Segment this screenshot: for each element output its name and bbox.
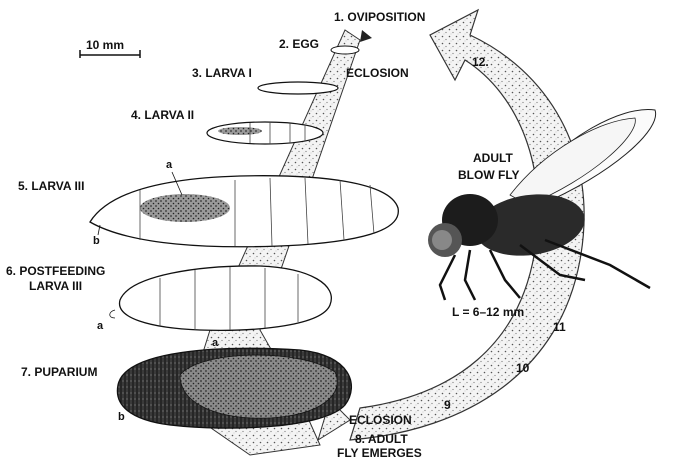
oviposition-arrowhead	[360, 30, 372, 42]
label-eclosion-bottom: ECLOSION	[349, 413, 412, 427]
label-adult-emerges-line2: FLY EMERGES	[337, 446, 422, 460]
marker-larva3-a: a	[166, 159, 173, 171]
marker-pupa-a: a	[212, 337, 219, 349]
larva-2	[207, 122, 323, 144]
arrow-number-9: 9	[444, 398, 451, 412]
label-oviposition: 1. OVIPOSITION	[334, 10, 425, 24]
larva-3-postfeeding	[110, 266, 332, 330]
label-postfeeding-line2: LARVA III	[29, 279, 82, 293]
arrow-number-10: 10	[516, 361, 530, 375]
marker-larva3-b: b	[93, 235, 100, 247]
larva-1	[258, 82, 338, 94]
label-egg: 2. EGG	[279, 37, 319, 51]
marker-pupa-b: b	[118, 411, 125, 423]
marker-larva6-a: a	[97, 320, 104, 332]
larva-3	[90, 172, 398, 247]
label-puparium: 7. PUPARIUM	[21, 365, 97, 379]
label-postfeeding-line1: 6. POSTFEEDING	[6, 264, 105, 278]
label-larva-1: 3. LARVA I	[192, 66, 252, 80]
label-adult-length: L = 6–12 mm	[452, 305, 524, 319]
label-larva-2: 4. LARVA II	[131, 108, 194, 122]
scale-bar-label: 10 mm	[86, 38, 124, 52]
egg	[331, 46, 359, 54]
label-adult-emerges-line1: 8. ADULT	[355, 432, 408, 446]
label-blow-fly: BLOW FLY	[458, 168, 520, 182]
scale-bar: 10 mm	[80, 38, 140, 58]
arrow-number-11: 11	[553, 320, 566, 334]
label-eclosion-top: ECLOSION	[346, 66, 409, 80]
arrow-number-12: 12.	[472, 55, 489, 69]
puparium	[117, 348, 351, 428]
label-larva-3: 5. LARVA III	[18, 179, 84, 193]
label-adult: ADULT	[473, 151, 513, 165]
